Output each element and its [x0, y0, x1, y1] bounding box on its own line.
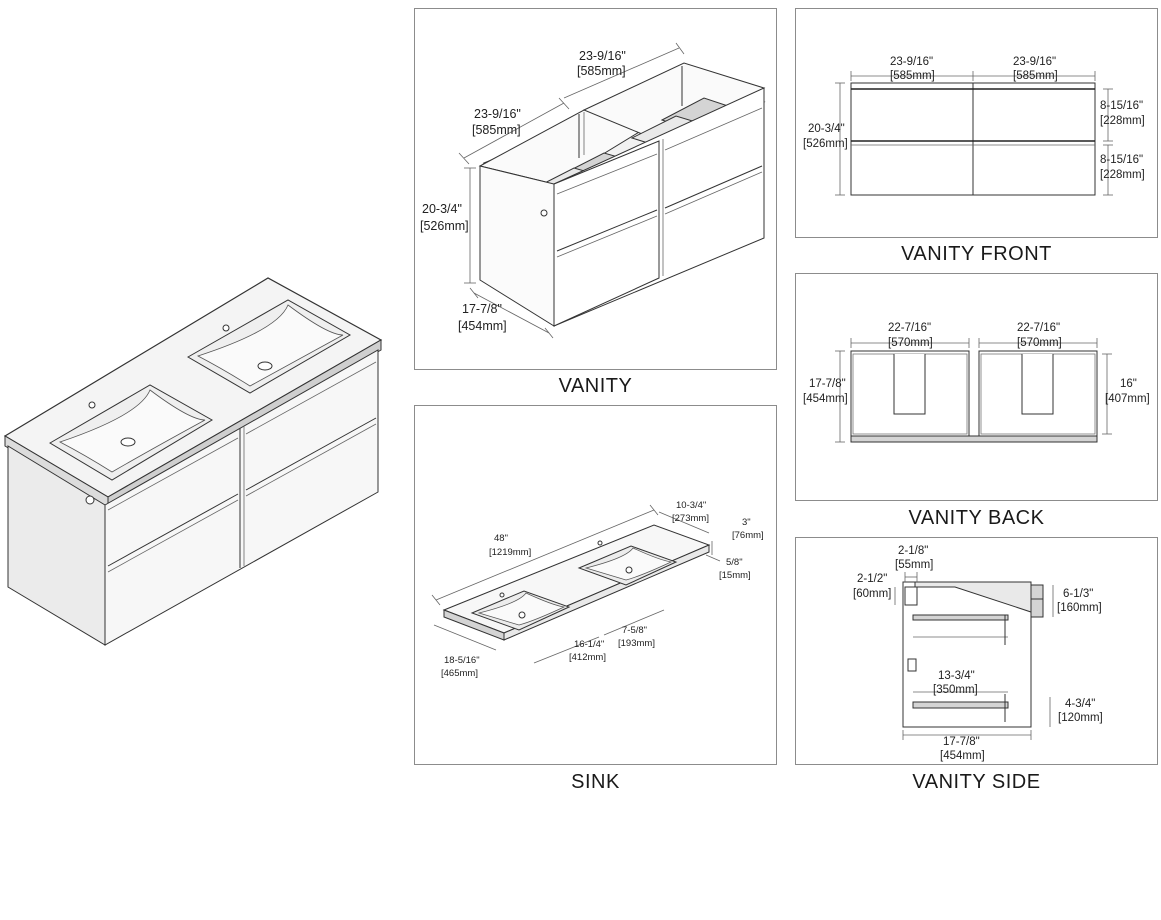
- sink-length-mm: [1219mm]: [489, 547, 531, 558]
- back-width2-inch: 22-7/16": [1017, 322, 1060, 334]
- front-drawer2-mm: [228mm]: [1100, 169, 1145, 181]
- sink-basin-offset-inch: 7-5/8": [622, 625, 647, 636]
- front-height-mm: [526mm]: [803, 138, 848, 150]
- side-bottom-inch: 17-7/8": [943, 736, 980, 748]
- side-left-inch: 2-1/2": [857, 573, 887, 585]
- sink-drawing: 48" [1219mm] 10-3/4" [273mm] 3" [76mm] 5…: [431, 500, 764, 679]
- vanity-side-caption: VANITY SIDE: [912, 771, 1041, 793]
- sink-depth-inch: 18-5/16": [444, 655, 480, 666]
- vanity-back-caption: VANITY BACK: [908, 507, 1045, 529]
- sink-basin-width-inch: 16-1/4": [574, 639, 604, 650]
- side-low-inch: 4-3/4": [1065, 698, 1095, 710]
- front-width1-inch: 23-9/16": [890, 56, 933, 68]
- front-drawer2-inch: 8-15/16": [1100, 154, 1143, 166]
- vanity-width-inch: 23-9/16": [579, 49, 626, 63]
- sink-length-inch: 48": [494, 533, 508, 544]
- front-drawer1-inch: 8-15/16": [1100, 100, 1143, 112]
- side-mid-mm: [350mm]: [933, 684, 978, 696]
- vanity-height-inch: 20-3/4": [422, 202, 462, 216]
- vanity-side-drawing: 2-1/8" [55mm] 2-1/2" [60mm] 6-1/3" [160m…: [853, 545, 1103, 762]
- vanity-width2-mm: [585mm]: [472, 123, 521, 137]
- sink-basin-offset-mm: [193mm]: [618, 638, 655, 649]
- back-right-mm: [407mm]: [1105, 393, 1150, 405]
- sink-basin-width-mm: [412mm]: [569, 652, 606, 663]
- side-top-inch: 2-1/8": [898, 545, 928, 557]
- vanity-back-drawing: 22-7/16" [570mm] 22-7/16" [570mm] 17-7/8…: [803, 322, 1150, 443]
- vanity-depth-inch: 17-7/8": [462, 302, 502, 316]
- sink-basin-depth-inch: 10-3/4": [676, 500, 706, 511]
- back-height-inch: 17-7/8": [809, 378, 846, 390]
- front-width2-mm: [585mm]: [1013, 70, 1058, 82]
- side-low-mm: [120mm]: [1058, 712, 1103, 724]
- vanity-front-drawing: 23-9/16" [585mm] 23-9/16" [585mm] 20-3/4…: [803, 56, 1145, 196]
- side-left-mm: [60mm]: [853, 588, 891, 600]
- vanity-front-caption: VANITY FRONT: [901, 243, 1052, 265]
- sink-depth-mm: [465mm]: [441, 668, 478, 679]
- back-width1-mm: [570mm]: [888, 337, 933, 349]
- vanity-cabinet-drawing: 23-9/16" [585mm] 23-9/16" [585mm] 20-3/4…: [420, 42, 766, 339]
- side-right-mm: [160mm]: [1057, 602, 1102, 614]
- front-drawer1-mm: [228mm]: [1100, 115, 1145, 127]
- side-mid-inch: 13-3/4": [938, 670, 975, 682]
- sink-thickness-inch: 3": [742, 517, 751, 528]
- side-top-mm: [55mm]: [895, 559, 933, 571]
- vanity-depth-mm: [454mm]: [458, 319, 507, 333]
- back-width2-mm: [570mm]: [1017, 337, 1062, 349]
- vanity-height-mm: [526mm]: [420, 219, 469, 233]
- back-right-inch: 16": [1120, 378, 1137, 390]
- vanity-width-mm: [585mm]: [577, 64, 626, 78]
- back-width1-inch: 22-7/16": [888, 322, 931, 334]
- sink-edge-mm: [15mm]: [719, 570, 751, 581]
- front-height-inch: 20-3/4": [808, 123, 845, 135]
- sink-thickness-mm: [76mm]: [732, 530, 764, 541]
- front-width1-mm: [585mm]: [890, 70, 935, 82]
- sink-caption: SINK: [571, 771, 620, 793]
- front-width2-inch: 23-9/16": [1013, 56, 1056, 68]
- vanity-caption: VANITY: [558, 375, 633, 397]
- side-right-inch: 6-1/3": [1063, 588, 1093, 600]
- vanity-isometric-illustration: [3, 277, 383, 646]
- sink-edge-inch: 5/8": [726, 557, 743, 568]
- vanity-width2-inch: 23-9/16": [474, 107, 521, 121]
- back-height-mm: [454mm]: [803, 393, 848, 405]
- side-bottom-mm: [454mm]: [940, 750, 985, 762]
- sink-basin-depth-mm: [273mm]: [672, 513, 709, 524]
